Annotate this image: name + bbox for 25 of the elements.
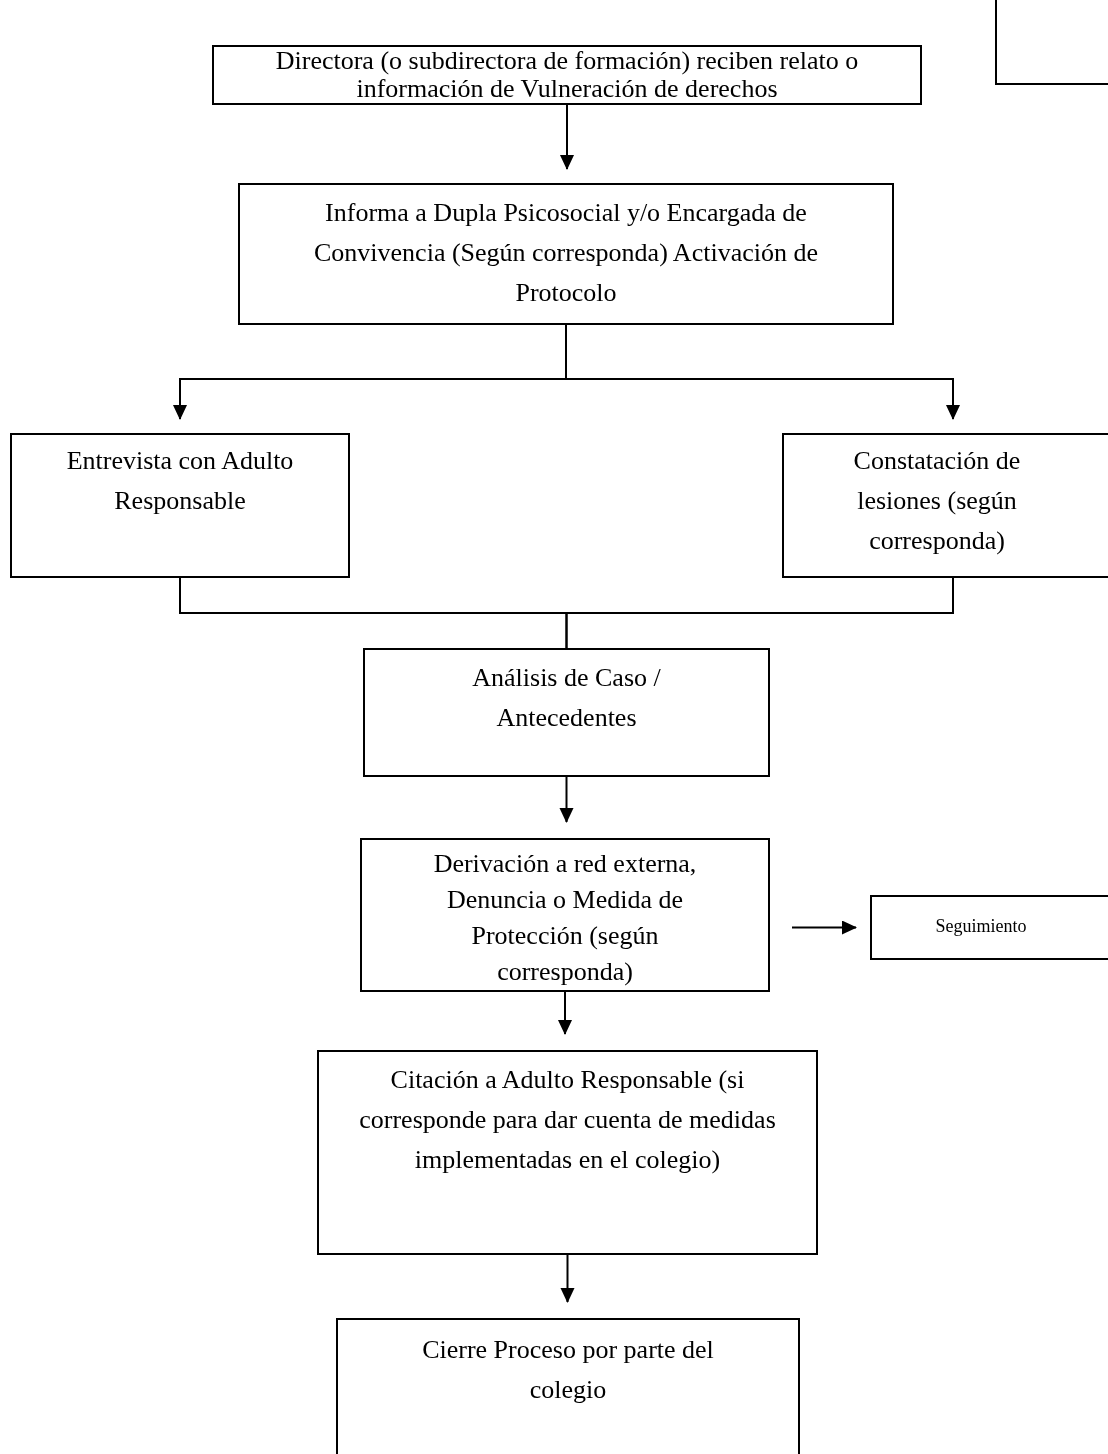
box-text: Cierre Proceso por parte del colegio	[421, 1334, 715, 1406]
arrow	[791, 920, 857, 935]
process-box	[212, 45, 922, 105]
process-box	[317, 1050, 818, 1255]
box-text: Análisis de Caso / Antecedentes	[471, 662, 662, 734]
box-text: Directora (o subdirectora de formación) reciben relato o información de Vulneración de derechos	[274, 47, 860, 103]
arrow	[560, 1254, 575, 1303]
process-box	[363, 648, 770, 777]
box-text: Constatación de lesiones (según corresponda)	[852, 445, 1022, 557]
connector-line	[565, 577, 954, 649]
box-text: Informa a Dupla Psicosocial y/o Encargada de Convivencia (Según corresponda) Activación de Protocolo	[313, 197, 819, 309]
process-box	[238, 183, 894, 325]
process-box	[995, 0, 1108, 85]
process-box	[360, 838, 770, 992]
process-box	[10, 433, 350, 578]
box-text: Derivación a red externa, Denuncia o Medida de Protección (según corresponda)	[432, 848, 698, 988]
arrow	[559, 776, 574, 823]
box-text: Citación a Adulto Responsable (si corresponde para dar cuenta de medidas implementadas en el colegio)	[358, 1064, 777, 1176]
arrow	[558, 991, 572, 1035]
box-text: Seguimiento	[935, 915, 1027, 938]
box-text: Entrevista con Adulto Responsable	[65, 445, 295, 517]
process-box	[782, 433, 1108, 578]
process-box	[870, 895, 1108, 960]
arrow	[560, 104, 574, 170]
process-box	[336, 1318, 800, 1454]
